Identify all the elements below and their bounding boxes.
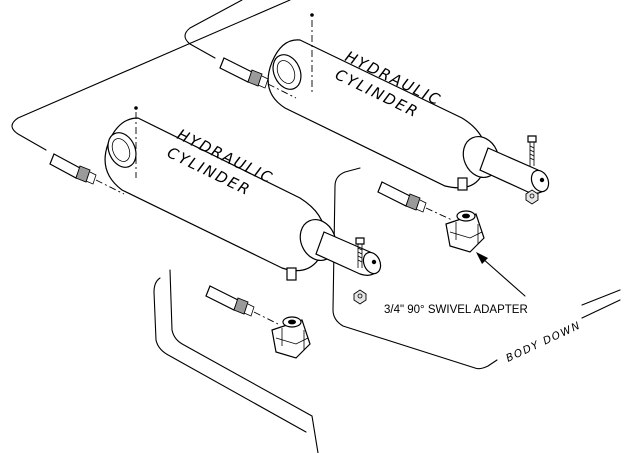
upper-bolt (525, 135, 539, 205)
hose-lines (11, 0, 621, 453)
swivel-adapter-callout: 3/4" 90° SWIVEL ADAPTER (384, 252, 528, 316)
callout-label: 3/4" 90° SWIVEL ADAPTER (384, 304, 528, 316)
lower-bolt (353, 237, 367, 305)
upper-hydraulic-cylinder: HYDRAULIC CYLINDER (267, 13, 550, 194)
swivel-adapter-upper (445, 210, 485, 253)
fitting-body-down-upper (377, 181, 453, 221)
body-down-label-group: BODY DOWN (504, 319, 583, 364)
fitting-lower-left (49, 153, 125, 195)
fitting-body-down-lower (205, 285, 279, 325)
fitting-upper-left (219, 57, 297, 99)
body-down-label: BODY DOWN (504, 319, 583, 364)
swivel-adapter-lower (271, 316, 311, 359)
